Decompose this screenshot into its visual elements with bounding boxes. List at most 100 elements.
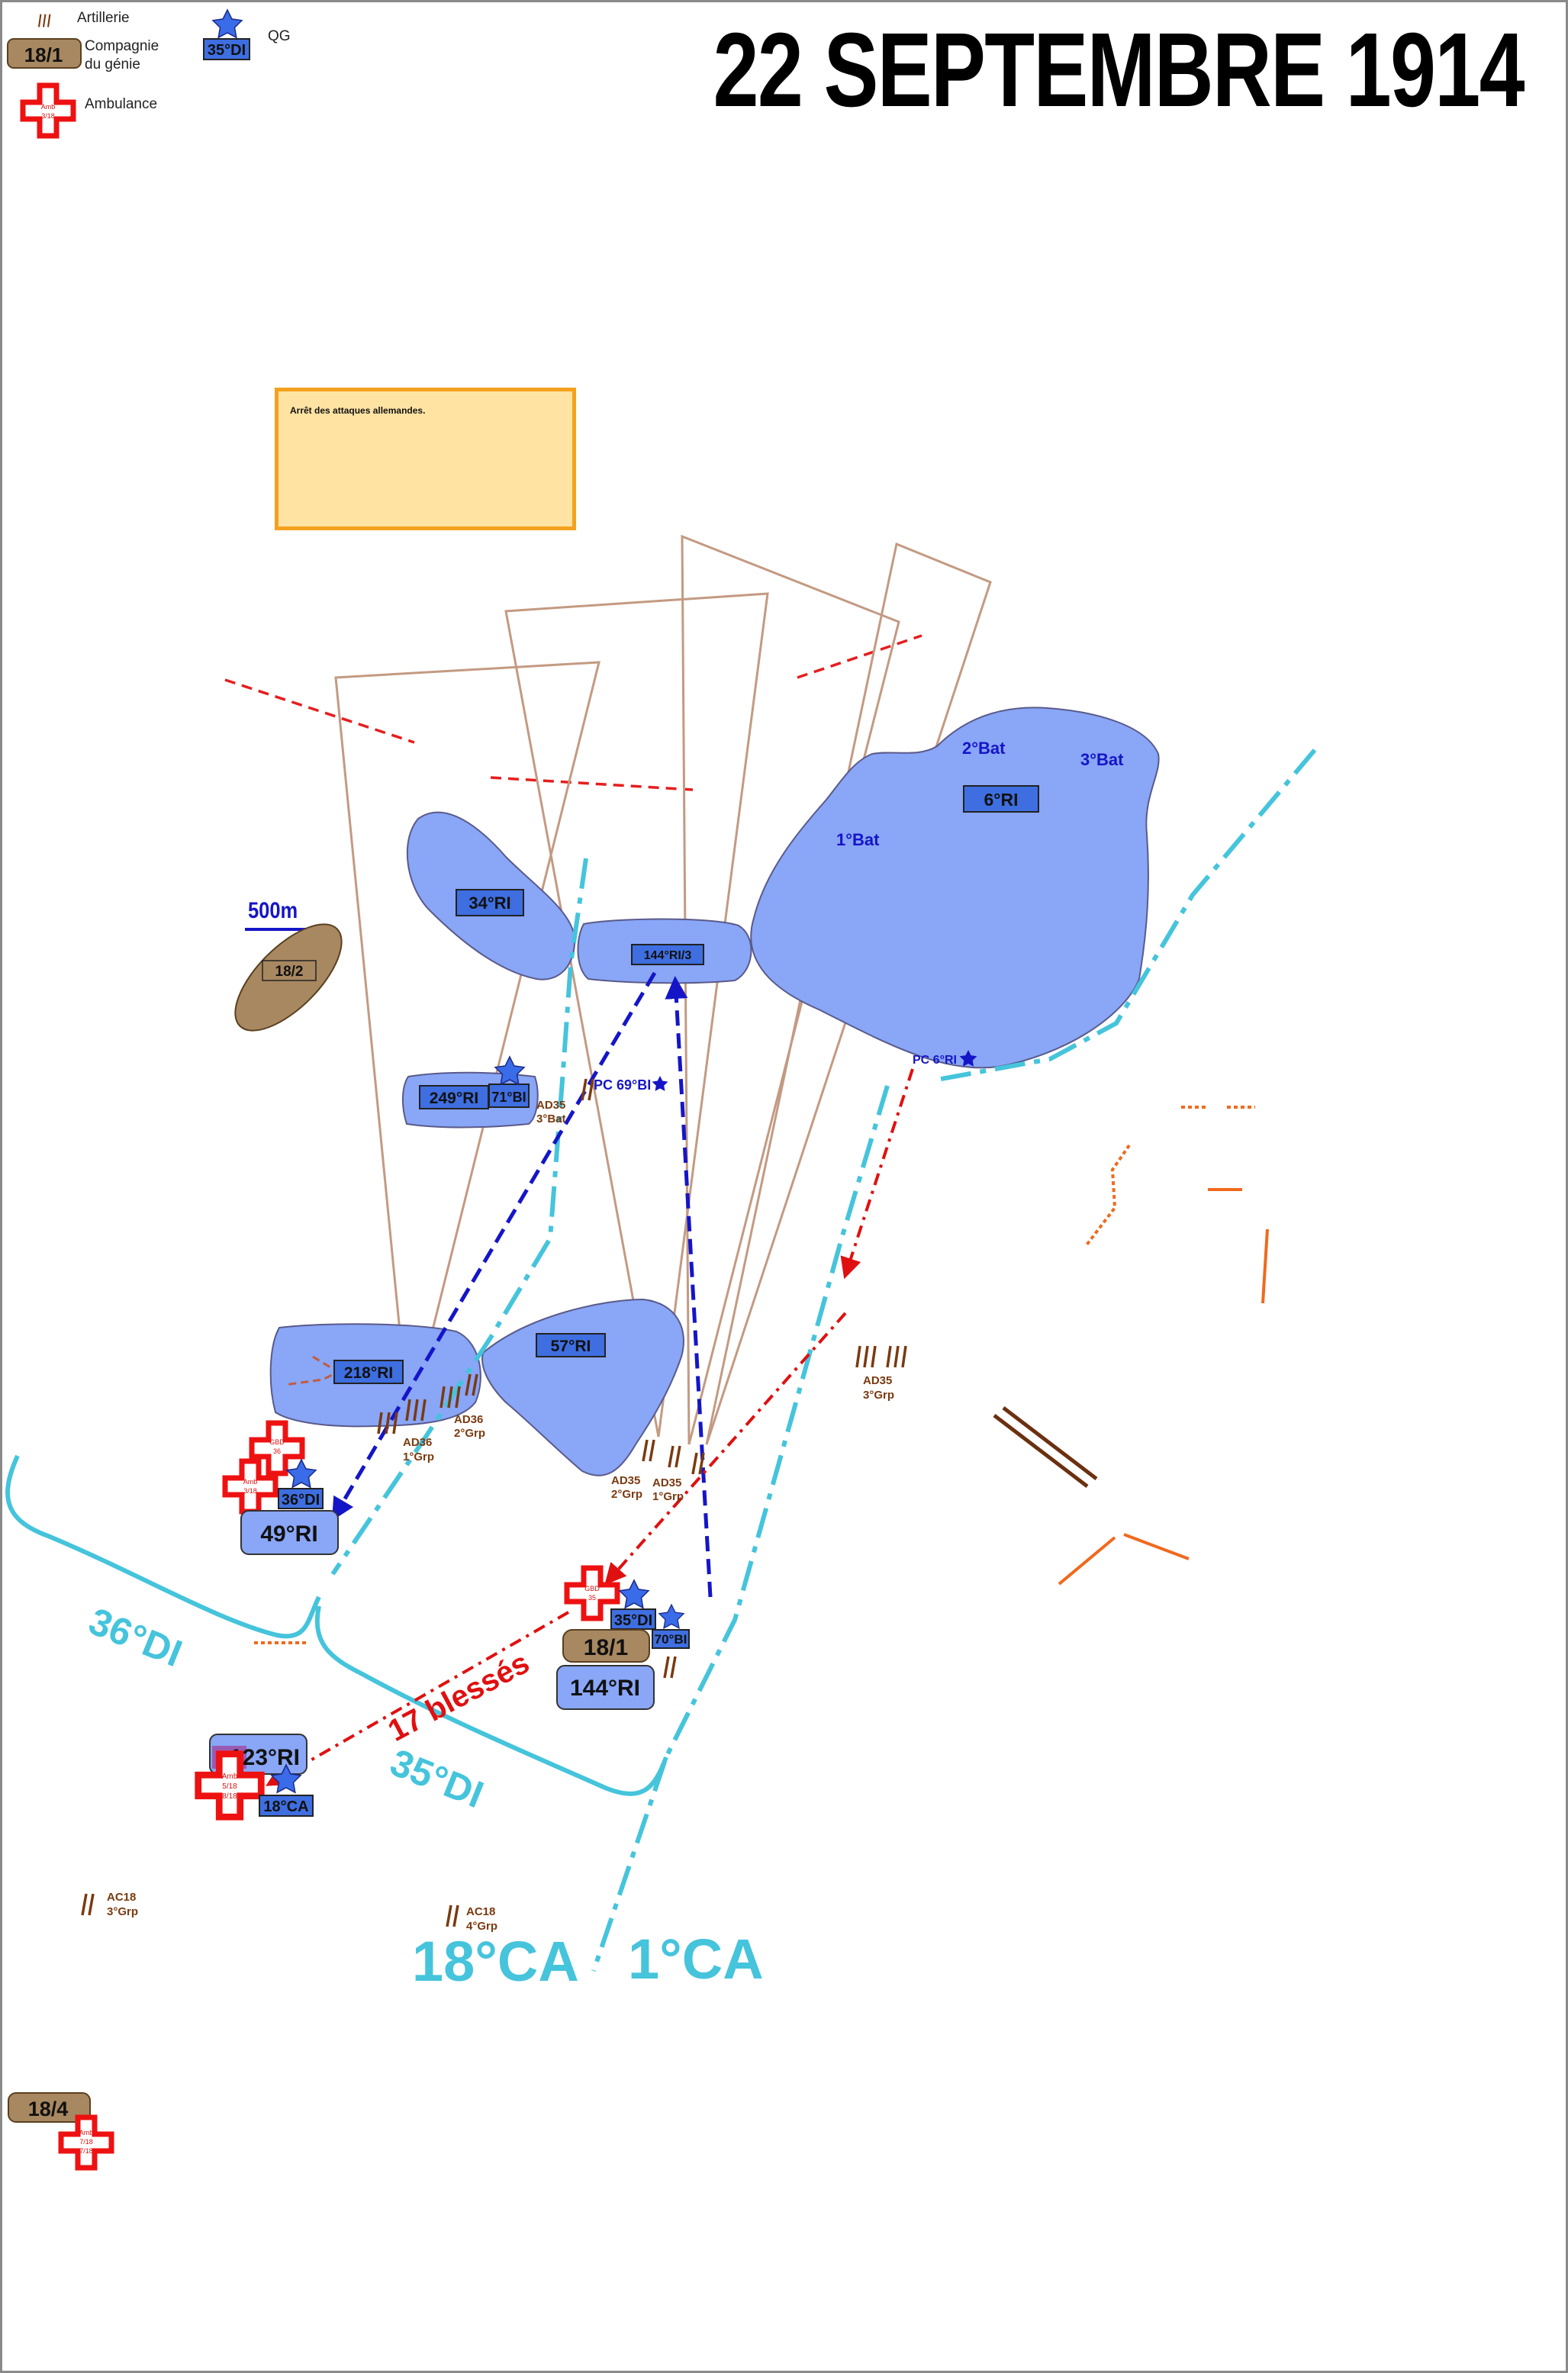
ad36-2grp-label: AD36 <box>454 1413 483 1426</box>
artillery-icon <box>668 1444 681 1469</box>
ad36-1grp-label: AD36 <box>403 1436 432 1449</box>
label-49ri: 49°RI <box>260 1521 317 1547</box>
legend-artillery-label: Artillerie <box>77 10 130 26</box>
arrow-144ri-to-49ri <box>331 971 657 1521</box>
label-18ca-badge: 18°CA <box>263 1798 308 1815</box>
gbd35-label: GBD <box>584 1585 600 1592</box>
ac18-4grp-sub: 4°Grp <box>466 1920 497 1933</box>
arrow-to-144ri3 <box>665 976 713 1598</box>
gbd35-sub: 35 <box>588 1594 596 1602</box>
label-boundary-36di: 36°DI <box>83 1599 188 1675</box>
artillery-icon <box>886 1344 907 1369</box>
pc69-star-icon <box>652 1076 668 1091</box>
enemy-front-lines <box>224 634 922 791</box>
scale-bar: 500m <box>245 897 314 931</box>
label-3bat: 3°Bat <box>1080 750 1124 769</box>
note-text: Arrêt des attaques allemandes. <box>290 405 426 416</box>
amb7-sub2: 7/18 <box>79 2147 93 2155</box>
amb5-sub2: 8/18 <box>222 1792 237 1801</box>
star-icon <box>286 1459 317 1488</box>
artillery-icon <box>663 1655 677 1679</box>
legend-ambulance-badge: Amb <box>41 103 56 111</box>
ac18-4grp-label: AC18 <box>466 1905 495 1918</box>
label-1bat: 1°Bat <box>836 830 880 849</box>
star-icon <box>619 1579 649 1608</box>
amb5-sub: 5/18 <box>222 1782 237 1791</box>
ac18-3grp-label: AC18 <box>107 1891 136 1904</box>
ad35-1grp-label: AD35 <box>652 1476 681 1489</box>
label-34ri: 34°RI <box>468 893 510 913</box>
pc6-label: PC 6°RI <box>913 1054 957 1067</box>
label-2bat: 2°Bat <box>962 739 1006 758</box>
amb7-sub: 7/18 <box>79 2138 93 2146</box>
amb3-label: Amb <box>243 1478 258 1486</box>
ad36-1grp-sub: 1°Grp <box>403 1451 434 1463</box>
arrow-wounded <box>266 1611 569 1786</box>
label-eng-18-1: 18/1 <box>584 1635 628 1660</box>
star-icon <box>658 1604 684 1629</box>
boundary-labels: 36°DI 35°DI 18°CA 1°CA 17 blessés <box>83 1599 764 1993</box>
label-249ri: 249°RI <box>430 1090 478 1107</box>
label-144ri: 144°RI <box>570 1676 640 1701</box>
legend-hq-label: QG <box>268 28 291 44</box>
hq-36di-cluster: GBD 36 Amb 3/18 36°DI 49°RI <box>225 1423 339 1555</box>
page-title: 22 SEPTEMBRE 1914 <box>713 11 1525 129</box>
position-57ri <box>481 1298 684 1476</box>
ambulance-gbd35-icon <box>567 1568 617 1618</box>
legend-hq-star-icon <box>212 9 243 38</box>
label-6ri: 6°RI <box>984 790 1019 810</box>
movement-arrows <box>266 971 914 1786</box>
bottom-left-cluster: 18/4 Amb 7/18 7/18 <box>8 2092 111 2168</box>
pc69-label: PC 69°BI <box>594 1077 651 1093</box>
label-70bi: 70°BI <box>655 1632 687 1647</box>
battalion-labels: 1°Bat 2°Bat 3°Bat <box>836 739 1124 849</box>
ad35-2grp-sub: 2°Grp <box>611 1488 642 1501</box>
ad35-3bat-sub: 3°Bat <box>536 1112 566 1125</box>
ad35-3bat-label: AD35 <box>536 1099 565 1112</box>
boundary-35di <box>314 1605 668 1796</box>
amb7-label: Amb <box>79 2129 94 2136</box>
label-57ri: 57°RI <box>551 1338 591 1355</box>
engineer-18-2: 18/2 <box>234 923 343 1032</box>
boundary-36di <box>5 1454 321 1639</box>
ad35-2grp-label: AD35 <box>611 1474 640 1487</box>
label-boundary-1ca: 1°CA <box>628 1927 764 1991</box>
arrow-to-gbd35 <box>604 1312 847 1586</box>
gbd36-label: GBD <box>269 1438 285 1446</box>
eng-18-2-label: 18/2 <box>275 964 304 980</box>
artillery-icon <box>581 1077 594 1102</box>
label-144ri3: 144°RI/3 <box>644 949 692 962</box>
ad35-3grp-sub: 3°Grp <box>863 1389 894 1402</box>
unit-labels: 34°RI 144°RI/3 249°RI 71°BI 6°RI 218°RI … <box>333 785 1039 1384</box>
boundaries <box>5 749 1317 1972</box>
gbd36-sub: 36 <box>273 1447 281 1455</box>
boundary-36-35 <box>330 858 588 1576</box>
arrow-pc6ri-down <box>840 1068 914 1280</box>
label-boundary-18ca: 18°CA <box>412 1930 579 1993</box>
legend-engineers-label-1: Compagnie <box>85 38 159 54</box>
ad36-2grp-sub: 2°Grp <box>454 1427 485 1440</box>
legend-ambulance-badge-sub: 3/18 <box>41 112 55 120</box>
scale-label: 500m <box>248 897 298 922</box>
orange-marks <box>254 1106 1269 1644</box>
amb3-sub: 3/18 <box>243 1487 257 1495</box>
unit-positions <box>269 707 1160 1476</box>
boundary-1ca <box>591 749 1317 1972</box>
hq-35di-cluster: GBD 35 35°DI 70°BI 18/1 144°RI <box>556 1568 690 1710</box>
artillery-icon <box>446 1904 459 1928</box>
label-eng-18-4: 18/4 <box>28 2098 69 2120</box>
label-36di: 36°DI <box>282 1492 320 1508</box>
legend-ambulance-icon <box>23 85 73 136</box>
legend-icons: 18/1 Amb 3/18 35°DI <box>7 9 250 136</box>
artillery-groups: AD35 3°Bat AD36 1°Grp AD36 2°Grp AD35 2°… <box>81 1077 907 1933</box>
artillery-icon <box>855 1344 877 1369</box>
hq-18ca-cluster: 123°RI Amb 5/18 8/18 18°CA <box>198 1734 314 1817</box>
ac18-3grp-sub: 3°Grp <box>107 1905 138 1918</box>
label-71bi: 71°BI <box>491 1090 526 1105</box>
label-218ri: 218°RI <box>344 1364 393 1382</box>
label-boundary-35di: 35°DI <box>385 1740 489 1816</box>
legend-artillery-icon <box>37 13 51 28</box>
legend-engineers-badge: 18/1 <box>24 43 63 66</box>
